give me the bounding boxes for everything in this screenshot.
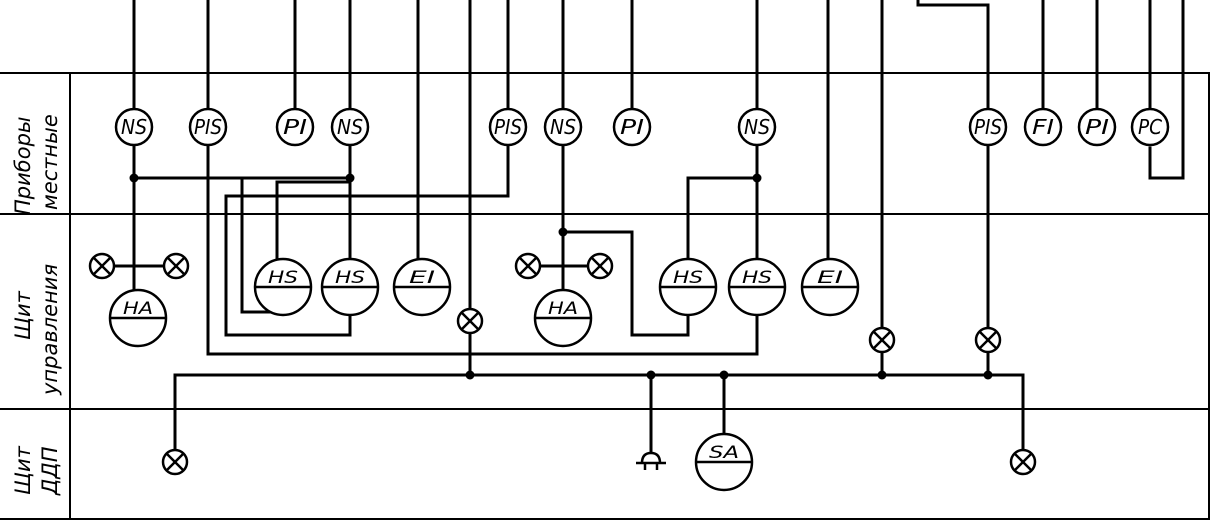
instrument-circle — [737, 107, 777, 147]
row-label-local-line2: местные — [38, 114, 62, 210]
instrument-label: EI — [409, 268, 435, 288]
junction-dot — [877, 370, 887, 380]
instrument-hs: HS — [253, 257, 313, 317]
row-label-control-line1: Щит — [11, 290, 35, 340]
signal-lamp-icon — [514, 252, 542, 280]
row-frame — [0, 72, 1210, 520]
horn-icon — [636, 451, 666, 470]
wire — [561, 230, 690, 337]
signal-lamp-icon — [88, 252, 116, 280]
signal-lamp-icon — [974, 326, 1002, 354]
instrument-label: EI — [817, 268, 843, 288]
junction-dot — [345, 173, 355, 183]
signal-lamp-icon — [868, 326, 896, 354]
instrument-circle — [1130, 107, 1170, 147]
instrument-pis: PIS — [488, 107, 528, 147]
wire — [1148, 0, 1185, 180]
instrument-label: PC — [1138, 115, 1162, 139]
instrument-hs: HS — [727, 257, 787, 317]
instrument-pi: PI — [1077, 107, 1117, 147]
instrument-pi: PI — [612, 107, 652, 147]
instrument-label: PI — [283, 115, 307, 139]
instrument-circle — [330, 107, 370, 147]
instrument-ei: EI — [800, 257, 860, 317]
instrument-circle — [114, 107, 154, 147]
instrument-label: PIS — [974, 115, 1002, 139]
instrument-fi: FI — [1023, 107, 1063, 147]
instrument-label: NS — [337, 115, 363, 139]
connection-lines — [100, 0, 1185, 462]
junction-dot — [752, 173, 762, 183]
signal-lamp-icon — [586, 252, 614, 280]
instrument-sa: SA — [694, 432, 754, 492]
row-label-local-line1: Приборы — [11, 117, 35, 215]
instrument-label: HS — [742, 268, 772, 288]
wire — [686, 176, 759, 264]
row-label-local: Приборы местные — [11, 114, 62, 215]
instrument-ns: NS — [737, 107, 777, 147]
instrument-label: NS — [744, 115, 770, 139]
instrument-circle — [543, 107, 583, 147]
instrument-label: FI — [1032, 115, 1054, 139]
wire — [916, 0, 990, 110]
instrument-label: HS — [673, 268, 703, 288]
instrument-label: PI — [1085, 115, 1109, 139]
ddp-instruments: SA — [694, 432, 754, 492]
instrument-label: NS — [121, 115, 147, 139]
instrument-hs: HS — [320, 257, 380, 317]
panel-instruments: HA HS HS EI HA HS HS EI — [108, 257, 860, 348]
signal-lamps — [88, 252, 1037, 476]
instrument-label: PIS — [194, 115, 222, 139]
instrument-pis: PIS — [188, 107, 228, 147]
instrument-label: SA — [709, 443, 739, 463]
instrument-pc: PC — [1130, 107, 1170, 147]
junction-dot — [646, 370, 656, 380]
instrument-label: HS — [268, 268, 298, 288]
instrument-pi: PI — [275, 107, 315, 147]
junction-dot — [129, 173, 139, 183]
junction-dot — [719, 370, 729, 380]
instrument-label: HA — [123, 299, 153, 319]
instrument-circle — [275, 107, 315, 147]
wire — [275, 180, 352, 264]
instrument-circle — [488, 107, 528, 147]
instrument-circle — [1023, 107, 1063, 147]
junction-dot — [558, 227, 568, 237]
signal-lamp-icon — [162, 252, 190, 280]
instrument-ha: HA — [108, 288, 168, 348]
instrument-ha: HA — [533, 288, 593, 348]
junction-dot — [983, 370, 993, 380]
instrument-circle — [612, 107, 652, 147]
junction-dots — [129, 173, 993, 380]
wire — [206, 143, 759, 356]
instrument-ei: EI — [392, 257, 452, 317]
instrument-circle — [968, 107, 1008, 147]
instrument-label: PI — [620, 115, 644, 139]
row-label-ddp: Щит ДДП — [11, 445, 62, 496]
instrument-ns: NS — [114, 107, 154, 147]
instrument-circle — [1077, 107, 1117, 147]
wire — [240, 176, 275, 314]
row-label-control: Щит управления — [11, 264, 62, 396]
row-label-control-line2: управления — [38, 264, 62, 396]
signal-lamp-icon — [1009, 448, 1037, 476]
row-label-ddp-line1: Щит — [11, 445, 35, 495]
wire — [224, 143, 510, 337]
signal-lamp-icon — [456, 307, 484, 335]
instrument-label: HA — [548, 299, 578, 319]
instrument-label: HS — [335, 268, 365, 288]
instrument-label: NS — [550, 115, 576, 139]
instrument-pis: PIS — [968, 107, 1008, 147]
instrument-ns: NS — [543, 107, 583, 147]
instrument-circle — [188, 107, 228, 147]
junction-dot — [465, 370, 475, 380]
signal-lamp-icon — [161, 448, 189, 476]
instrument-label: PIS — [494, 115, 522, 139]
instrument-ns: NS — [330, 107, 370, 147]
row-label-ddp-line2: ДДП — [38, 446, 62, 496]
instrument-hs: HS — [658, 257, 718, 317]
local-instruments: NS PIS PI NS PIS NS PI NS PIS FI PI PC — [114, 107, 1170, 147]
